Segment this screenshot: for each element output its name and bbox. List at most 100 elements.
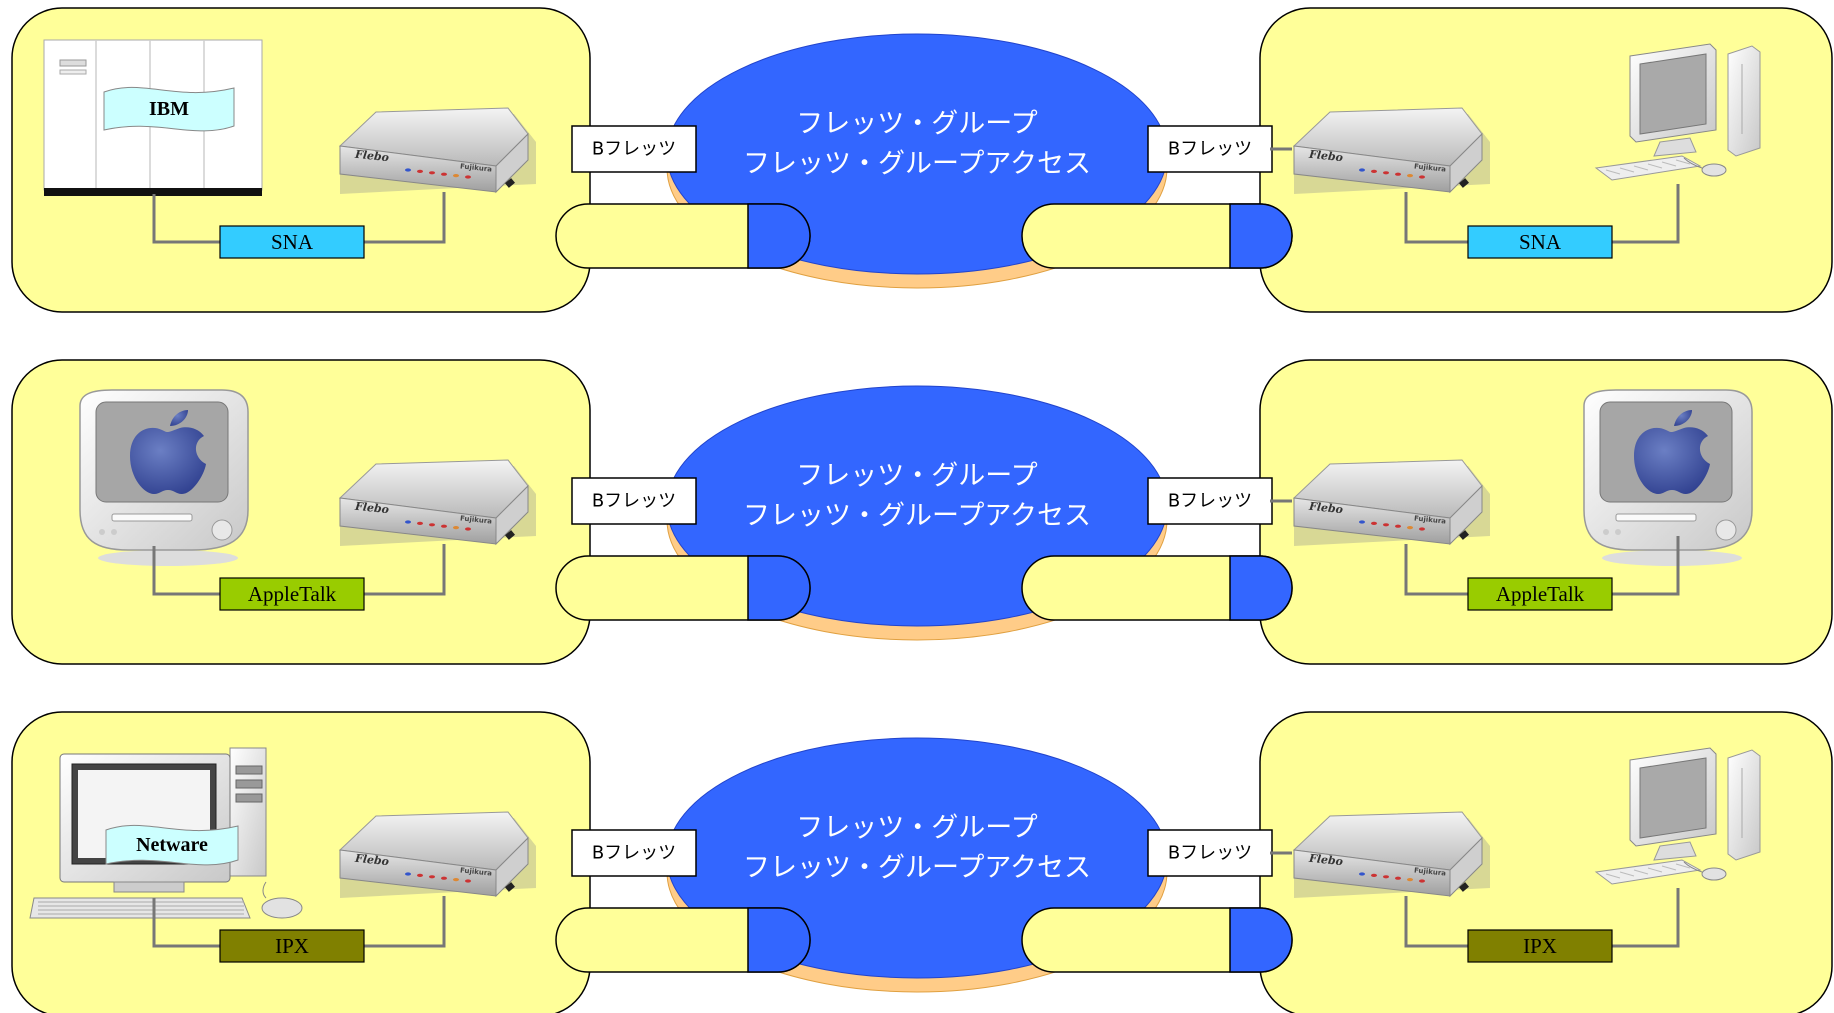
pc-keyboard-keys — [1661, 865, 1677, 871]
router-led-icon — [441, 172, 447, 176]
protocol-badge-left — [219, 929, 365, 963]
mainframe-drive-slot — [59, 59, 87, 67]
protocol-badge-left — [219, 225, 365, 259]
mainframe-drive-slot — [59, 69, 87, 75]
pc-screen — [1639, 757, 1707, 839]
router-led-icon — [1383, 523, 1389, 527]
pc-keyboard-keys — [1647, 163, 1663, 169]
router-led-icon — [1419, 175, 1425, 179]
apple-leaf-icon — [1674, 410, 1692, 426]
router-maker-label: Fujikura — [1414, 162, 1447, 173]
router-side — [1449, 132, 1483, 194]
router-port-icon — [505, 530, 515, 540]
router-led-icon — [417, 873, 423, 877]
router-led-icon — [417, 169, 423, 173]
router-side — [495, 132, 529, 194]
router-maker-label: Fujikura — [1414, 866, 1447, 877]
access-line-cap-left — [747, 555, 811, 621]
netware-mouse-cable — [262, 881, 267, 899]
router-led-icon — [1359, 872, 1365, 876]
router-led-icon — [1407, 174, 1413, 178]
imac-button — [99, 529, 105, 535]
router-led-icon — [1407, 526, 1413, 530]
bflets-box-left — [571, 829, 697, 877]
imac-button — [1603, 529, 1609, 535]
router-led-icon — [465, 879, 471, 883]
bflets-box-left — [571, 477, 697, 525]
router-led-icon — [453, 878, 459, 882]
router-led-icon — [1383, 875, 1389, 879]
imac-speaker — [211, 519, 233, 541]
apple-leaf-icon — [170, 410, 188, 426]
desktop-pc-icon — [1594, 43, 1761, 181]
pc-mouse-cable — [1683, 157, 1703, 169]
mainframe-base — [44, 188, 262, 196]
router-brand-label: Flebo — [353, 500, 389, 517]
netware-keyboard — [29, 897, 251, 919]
apple-logo-icon — [130, 427, 206, 494]
pc-keyboard-keys — [1647, 867, 1663, 873]
netware-drive-bay — [235, 765, 263, 775]
imac-cd-slot — [111, 513, 193, 522]
router-led-icon — [405, 872, 411, 876]
router-led-icon — [1383, 171, 1389, 175]
router-led-icon — [1395, 172, 1401, 176]
access-line-cap-right — [1229, 555, 1293, 621]
pc-keyboard-keys — [1605, 873, 1621, 879]
router-led-icon — [429, 875, 435, 879]
router-led-icon — [405, 520, 411, 524]
bflets-box-right — [1147, 125, 1273, 173]
router-led-icon — [465, 175, 471, 179]
access-line-cap-left — [747, 203, 811, 269]
imac-button — [1615, 529, 1621, 535]
router-led-icon — [453, 526, 459, 530]
router-led-icon — [441, 524, 447, 528]
os-tag: IBM — [103, 86, 235, 132]
router-led-icon — [1395, 876, 1401, 880]
router-led-icon — [1371, 521, 1377, 525]
imac-speaker — [1715, 519, 1737, 541]
router-port-icon — [1459, 530, 1469, 540]
router-led-icon — [405, 168, 411, 172]
protocol-badge-right — [1467, 577, 1613, 611]
imac-shadow — [98, 550, 238, 566]
bflets-box-right — [1147, 477, 1273, 525]
pc-keyboard-keys — [1605, 169, 1621, 175]
router-led-icon — [429, 523, 435, 527]
pc-tower — [1727, 45, 1761, 157]
bflets-box-left — [571, 125, 697, 173]
router-maker-label: Fujikura — [460, 514, 493, 525]
router-led-icon — [453, 174, 459, 178]
netware-stand — [113, 881, 185, 893]
desktop-pc-icon — [1594, 747, 1761, 885]
router-brand-label: Flebo — [353, 852, 389, 869]
router-led-icon — [1371, 873, 1377, 877]
router-port-icon — [1459, 882, 1469, 892]
os-tag-shape — [105, 824, 239, 866]
router-brand-label: Flebo — [1307, 852, 1343, 869]
access-line-cap-left — [747, 907, 811, 973]
netware-drive-bay — [235, 793, 263, 803]
router-brand-label: Flebo — [1307, 500, 1343, 517]
router-side — [1449, 836, 1483, 898]
router-led-icon — [417, 521, 423, 525]
router-maker-label: Fujikura — [460, 866, 493, 877]
imac-icon — [1583, 389, 1753, 566]
router-led-icon — [1359, 520, 1365, 524]
imac-icon — [79, 389, 249, 566]
pc-keyboard-keys — [1619, 167, 1635, 173]
router-led-icon — [1359, 168, 1365, 172]
pc-tower — [1727, 749, 1761, 861]
router-led-icon — [1371, 169, 1377, 173]
router-led-icon — [1419, 527, 1425, 531]
router-brand-label: Flebo — [353, 148, 389, 165]
router-led-icon — [1395, 524, 1401, 528]
netware-drive-bay — [235, 779, 263, 789]
pc-keyboard-keys — [1675, 863, 1691, 869]
router-side — [495, 484, 529, 546]
